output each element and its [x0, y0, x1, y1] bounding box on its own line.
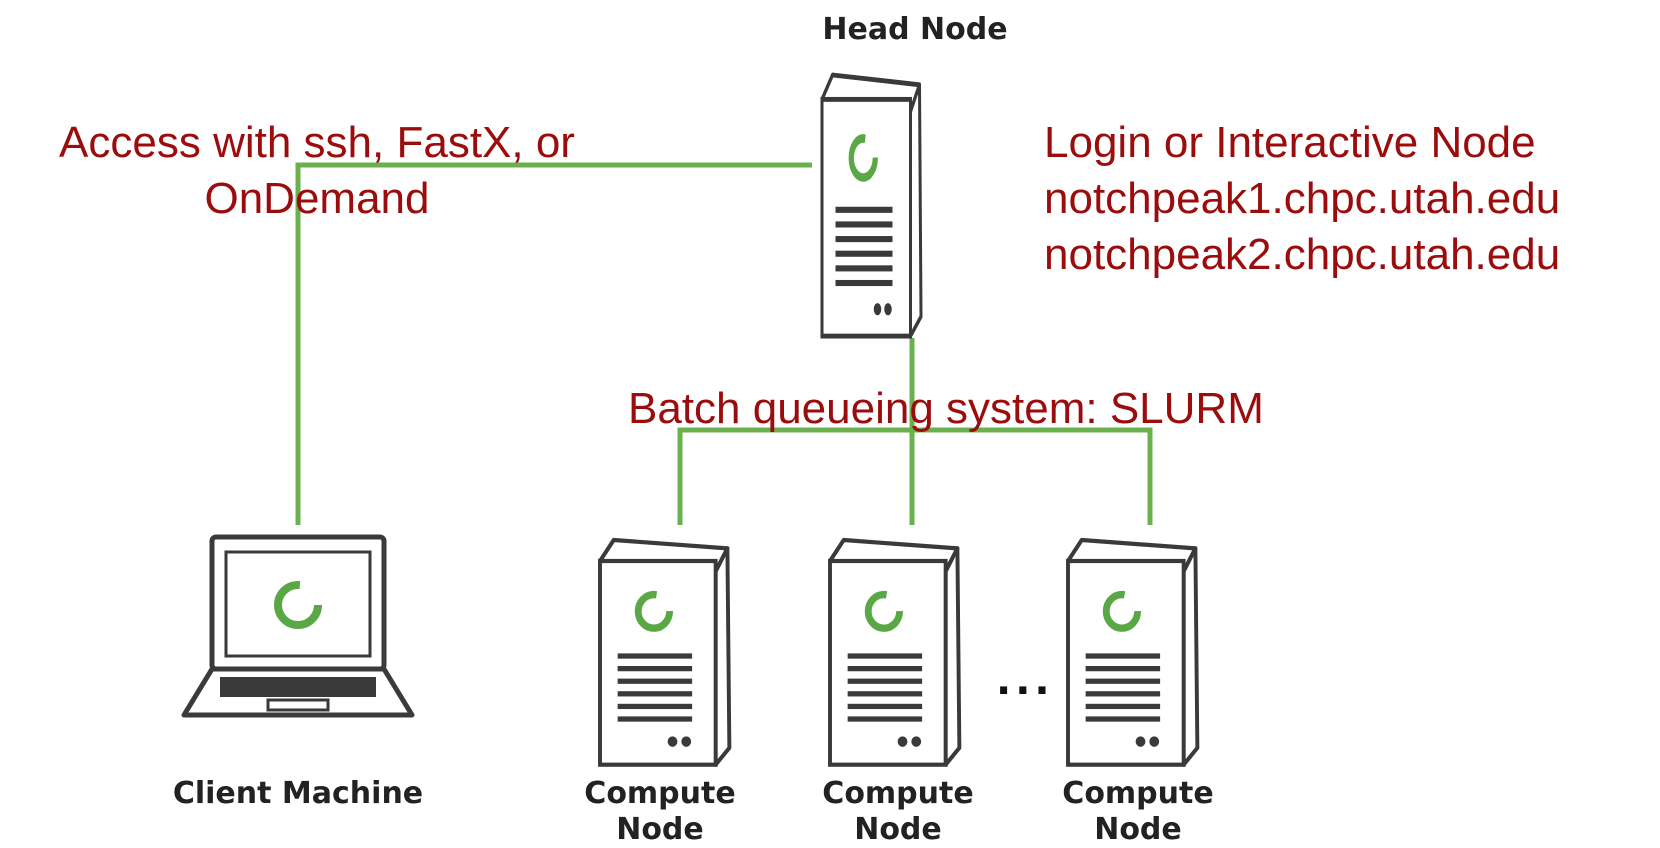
more-nodes-ellipsis: ...	[996, 658, 1054, 704]
compute-node-1-label: Compute Node	[570, 776, 750, 848]
head-node-label: Head Node	[822, 12, 1008, 47]
compute-node-2-label: Compute Node	[808, 776, 988, 848]
head-node-server-icon	[822, 75, 921, 336]
network-lines	[295, 162, 1153, 525]
login-node-annotation: Login or Interactive Node notchpeak1.chp…	[1044, 115, 1654, 283]
access-annotation: Access with ssh, FastX, or OnDemand	[12, 115, 622, 227]
compute-node-1-label-line1: Compute	[584, 776, 736, 811]
access-annotation-line1: Access with ssh, FastX, or	[59, 118, 575, 167]
access-annotation-line2: OnDemand	[204, 174, 430, 223]
compute-node-3-server-icon	[1068, 540, 1197, 765]
batch-system-annotation: Batch queueing system: SLURM	[628, 384, 1264, 433]
compute-node-3-label-line2: Node	[1094, 812, 1182, 847]
compute-node-1-server-icon	[600, 540, 729, 765]
client-laptop-icon	[181, 534, 415, 718]
compute-node-2-label-line2: Node	[854, 812, 942, 847]
compute-node-2-label-line1: Compute	[822, 776, 974, 811]
login-node-hostname-2: notchpeak2.chpc.utah.edu	[1044, 230, 1561, 279]
compute-node-1-label-line2: Node	[616, 812, 704, 847]
login-node-hostname-1: notchpeak1.chpc.utah.edu	[1044, 174, 1561, 223]
compute-node-3-label: Compute Node	[1048, 776, 1228, 848]
compute-node-3-label-line1: Compute	[1062, 776, 1214, 811]
compute-node-2-server-icon	[830, 540, 959, 765]
login-node-annotation-line1: Login or Interactive Node	[1044, 118, 1536, 167]
client-machine-label: Client Machine	[172, 776, 424, 811]
